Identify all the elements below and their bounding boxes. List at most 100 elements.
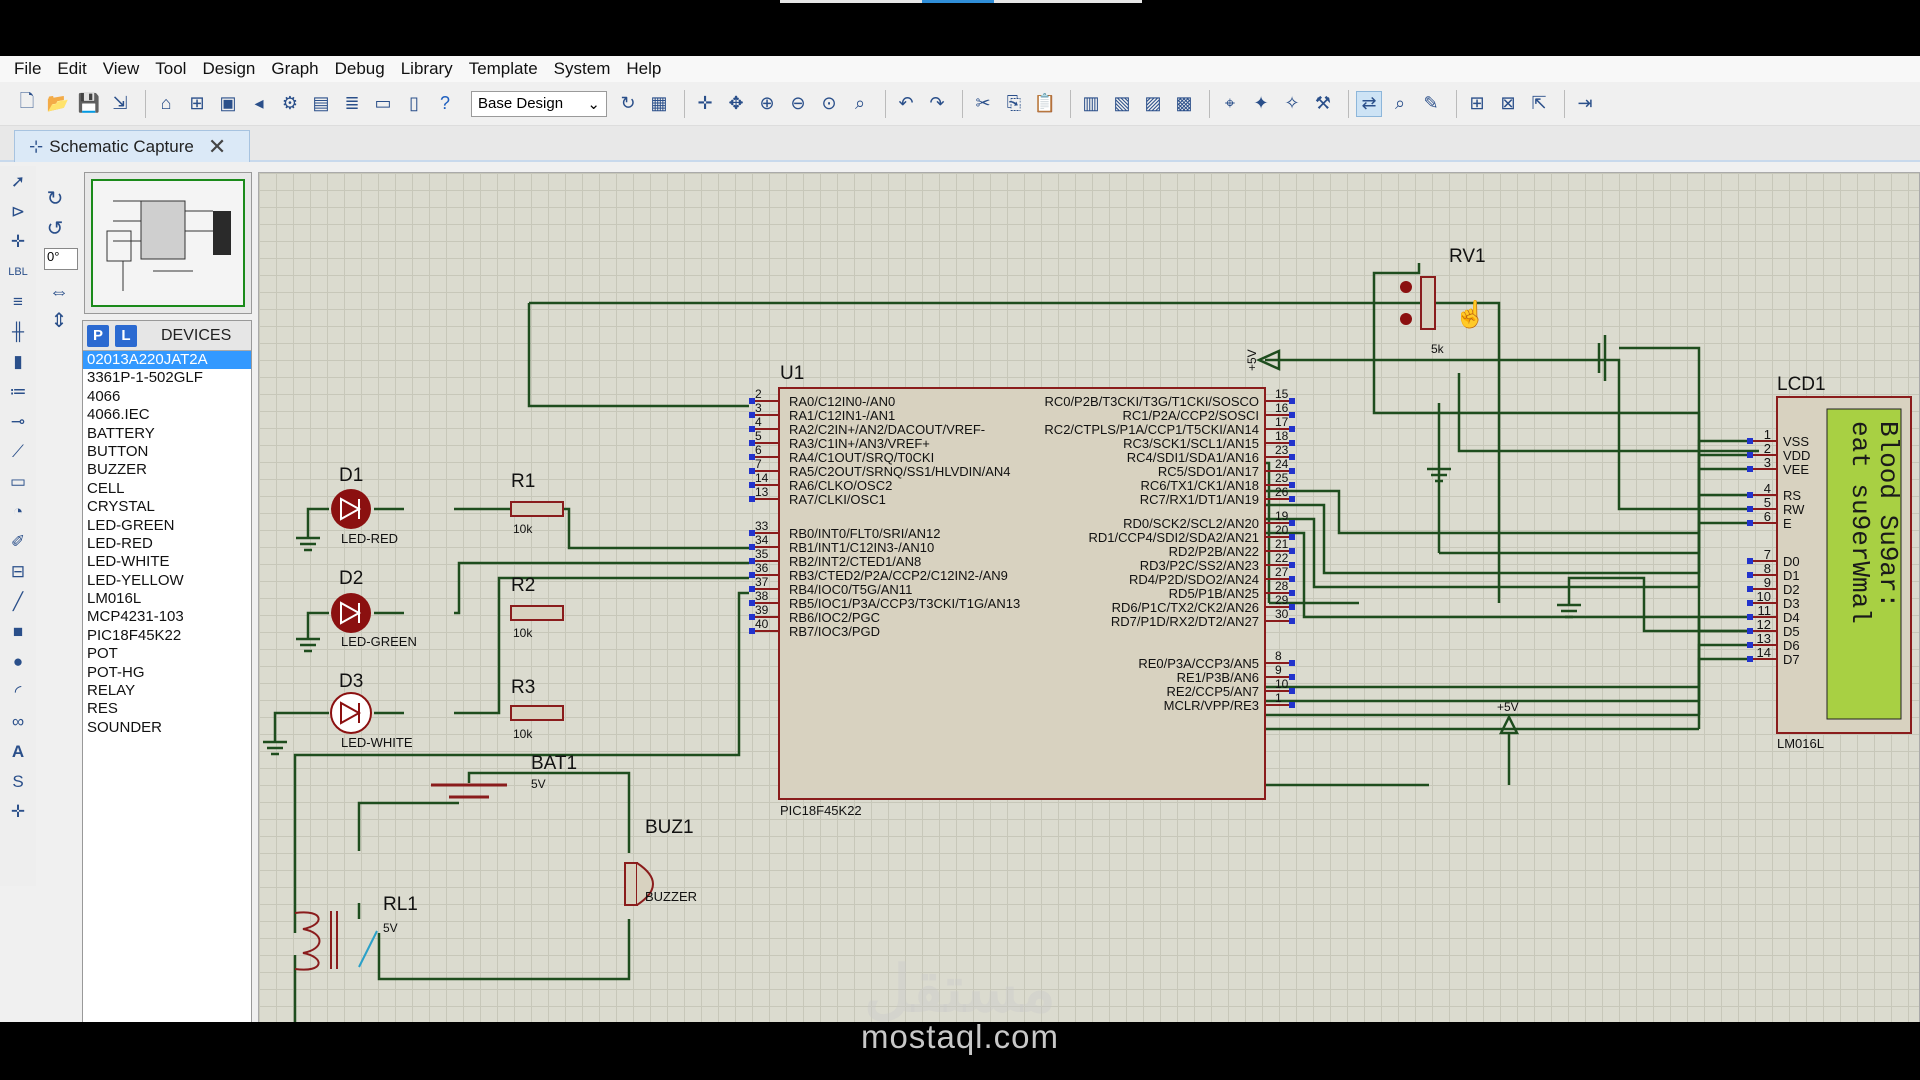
device-list-item[interactable]: LED-WHITE	[87, 553, 170, 571]
zoom-area-icon[interactable]: ⌕	[854, 93, 866, 113]
graph-icon[interactable]: ⟋	[12, 442, 24, 461]
menu-design[interactable]: Design	[202, 59, 256, 78]
schematic-icon[interactable]: ⊞	[189, 93, 205, 113]
subcircuit-icon[interactable]: ▮	[13, 352, 23, 371]
device-list-item[interactable]: BUTTON	[87, 442, 149, 460]
bom-icon[interactable]: ▤	[312, 93, 330, 113]
buz1-buzzer[interactable]: BUZ1 BUZZER	[624, 817, 697, 906]
r1-resistor[interactable]: R1 10k	[510, 471, 564, 536]
circle-icon[interactable]: ●	[12, 652, 24, 671]
mirror-vertical-icon[interactable]: ⇕	[50, 309, 68, 332]
rotate-cw-icon[interactable]: ↻	[46, 187, 64, 210]
device-list-item[interactable]: LED-RED	[87, 534, 153, 552]
save-icon[interactable]: 💾	[77, 93, 101, 113]
source-icon[interactable]: ≣	[344, 93, 360, 113]
menu-view[interactable]: View	[102, 59, 140, 78]
help-icon[interactable]: ?	[439, 93, 450, 113]
back-icon[interactable]: ◂	[254, 93, 264, 113]
wire-autorouter-icon[interactable]: ⇄	[1356, 90, 1382, 117]
generator-icon[interactable]: ◔	[12, 502, 24, 521]
arc-icon[interactable]: ◜	[14, 682, 22, 701]
device-list-item[interactable]: CRYSTAL	[87, 498, 155, 516]
zoom-all-icon[interactable]: ⊙	[821, 93, 837, 113]
grid-icon[interactable]: ▦	[650, 93, 668, 113]
origin-icon[interactable]: ✛	[697, 93, 713, 113]
device-list-item[interactable]: CELL	[87, 479, 125, 497]
exit-to-parent-icon[interactable]: ⇱	[1531, 93, 1547, 113]
d1-led[interactable]: D1 LED-RED	[331, 465, 398, 546]
rotate-ccw-icon[interactable]: ↺	[46, 217, 64, 240]
gerber-icon[interactable]: ⚙	[281, 93, 299, 113]
device-list-item[interactable]: BATTERY	[87, 424, 155, 442]
library-manager-button[interactable]: L	[115, 324, 137, 347]
tape-recorder-icon[interactable]: ▭	[9, 472, 27, 491]
block-copy-icon[interactable]: ▥	[1082, 93, 1100, 113]
zoom-in-icon[interactable]: ⊕	[759, 93, 775, 113]
device-list-item[interactable]: POT-HG	[87, 663, 145, 681]
device-list-item[interactable]: LM016L	[87, 590, 142, 608]
pick-device-icon[interactable]: ⌖	[1224, 93, 1236, 113]
r3-resistor[interactable]: R3 10k	[510, 677, 564, 741]
menu-edit[interactable]: Edit	[57, 59, 87, 78]
r2-resistor[interactable]: R2 10k	[510, 575, 564, 640]
text-script-icon[interactable]: ≡	[13, 292, 23, 311]
copy-icon[interactable]: ⎘	[1006, 93, 1022, 113]
d2-led[interactable]: D2 LED-GREEN	[331, 568, 417, 649]
device-list-item[interactable]: 4066	[87, 387, 121, 405]
cut-icon[interactable]: ✂	[975, 93, 991, 113]
tab-schematic-capture[interactable]: ⊹ Schematic Capture ✕	[14, 130, 250, 162]
wire-label-icon[interactable]: LBL	[8, 266, 28, 278]
menu-tool[interactable]: Tool	[155, 59, 187, 78]
device-pins-icon[interactable]: ⊸	[10, 412, 26, 431]
device-list-item[interactable]: PIC18F45K22	[87, 626, 182, 644]
property-tool-icon[interactable]: ✎	[1423, 93, 1439, 113]
undo-icon[interactable]: ↶	[898, 93, 914, 113]
paste-icon[interactable]: 📋	[1033, 93, 1057, 113]
block-move-icon[interactable]: ▧	[1113, 93, 1131, 113]
design-select[interactable]: Base Design ⌄	[471, 90, 607, 117]
junction-dot-icon[interactable]: ✛	[10, 232, 26, 251]
terminals-icon[interactable]: ≔	[9, 382, 27, 401]
close-icon[interactable]: ✕	[207, 133, 227, 159]
new-sheet-icon[interactable]: ⊞	[1469, 93, 1485, 113]
menu-library[interactable]: Library	[400, 59, 453, 78]
voltage-probe-icon[interactable]: ✐	[10, 532, 26, 551]
marker-icon[interactable]: ✛	[10, 802, 26, 821]
symbol-icon[interactable]: S	[12, 772, 24, 791]
device-list-item[interactable]: RES	[87, 700, 118, 718]
lcd1-display[interactable]: LCD1 LM016L Blood Su9ar: eat su9erWmal 1…	[1747, 374, 1912, 751]
refresh-icon[interactable]: ↻	[620, 93, 636, 113]
virtual-instruments-icon[interactable]: ⊟	[10, 562, 26, 581]
package-tool-icon[interactable]: ✧	[1284, 93, 1300, 113]
device-list-item[interactable]: MCP4231-103	[87, 608, 184, 626]
search-icon[interactable]: ⌕	[1394, 93, 1406, 113]
import-icon[interactable]: ⇲	[112, 93, 128, 113]
home-icon[interactable]: ⌂	[160, 93, 172, 113]
menu-template[interactable]: Template	[468, 59, 538, 78]
bat1-battery[interactable]: BAT1 5V	[431, 753, 577, 799]
rv1-potentiometer[interactable]: RV1 5k ☝	[1400, 246, 1486, 356]
rl1-relay[interactable]: RL1 5V	[294, 894, 418, 971]
netlist-icon[interactable]: ⇥	[1577, 93, 1593, 113]
report-icon[interactable]: ▭	[374, 93, 392, 113]
device-list-item[interactable]: SOUNDER	[87, 718, 163, 736]
menu-system[interactable]: System	[553, 59, 611, 78]
component-mode-icon[interactable]: ⊳	[10, 202, 26, 221]
buses-icon[interactable]: ╫	[11, 322, 25, 341]
block-delete-icon[interactable]: ▩	[1175, 93, 1193, 113]
text-icon[interactable]: A	[11, 742, 25, 761]
menu-debug[interactable]: Debug	[334, 59, 385, 78]
power-terminal-1[interactable]: +5V	[1245, 349, 1281, 371]
d3-led[interactable]: D3 LED-WHITE	[330, 671, 413, 750]
make-device-icon[interactable]: ✦	[1253, 93, 1269, 113]
document-icon[interactable]: ▯	[409, 93, 419, 113]
line-icon[interactable]: ╱	[12, 592, 24, 611]
mirror-horizontal-icon[interactable]: ⇔	[49, 280, 69, 303]
new-file-icon[interactable]: 🗋	[19, 90, 35, 111]
zoom-out-icon[interactable]: ⊖	[790, 93, 806, 113]
rotation-angle-field[interactable]: 0°	[44, 248, 78, 270]
block-rotate-icon[interactable]: ▨	[1144, 93, 1162, 113]
device-list-item[interactable]: POT	[87, 645, 118, 663]
